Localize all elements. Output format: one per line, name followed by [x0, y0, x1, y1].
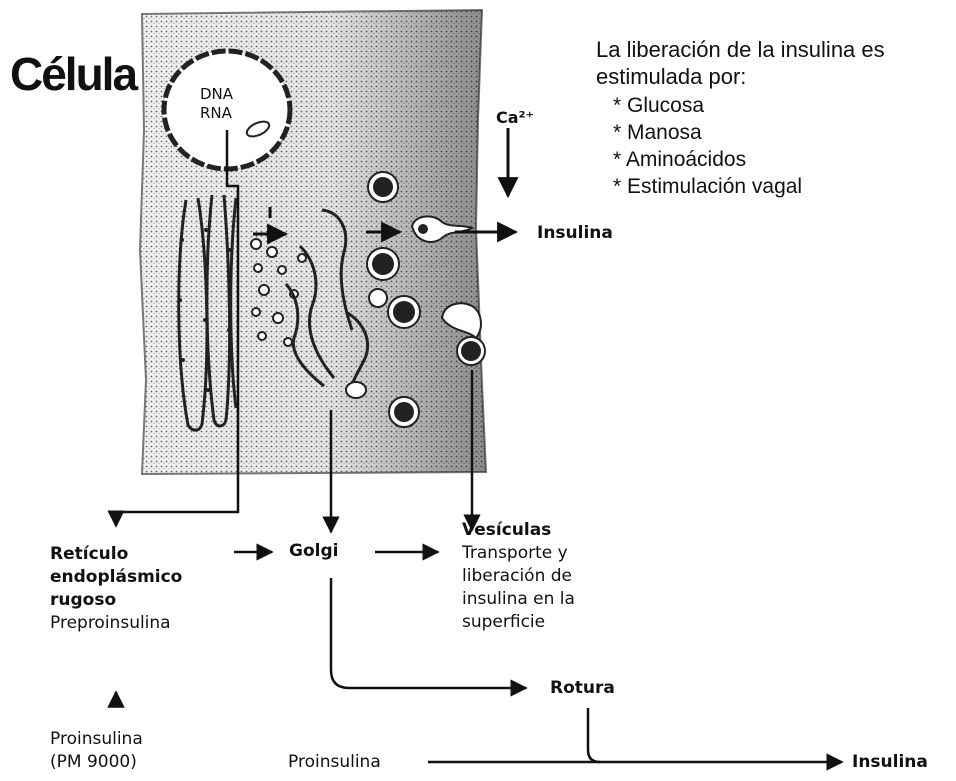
proinsulin-label: Proinsulina	[288, 751, 381, 774]
diagram-title: Célula	[10, 47, 136, 101]
proinsulin-pm-line1: Proinsulina	[50, 728, 143, 751]
final-insulin-label: Insulina	[852, 751, 928, 774]
reticulum-title: Retículo endoplásmico rugoso	[50, 543, 220, 612]
nucleus-rna-label: RNA	[200, 103, 232, 123]
stimulation-intro: La liberación de la insulina es estimula…	[596, 36, 948, 90]
vesicles-title: Vesículas	[462, 519, 551, 542]
vesicles-description: Transporte y liberación de insulina en l…	[462, 542, 620, 634]
insulin-release-label: Insulina	[537, 222, 613, 245]
rotura-label: Rotura	[550, 677, 615, 700]
rotura-junction	[588, 708, 600, 762]
golgi-vesicle	[346, 382, 366, 398]
nucleus-dna-label: DNA	[200, 84, 233, 104]
stimulation-item-vagal: * Estimulación vagal	[613, 173, 802, 200]
golgi-label: Golgi	[289, 540, 338, 563]
stimulation-item-aminoacidos: * Aminoácidos	[613, 146, 746, 173]
reticulum-subtitle: Preproinsulina	[50, 612, 171, 635]
proinsulin-pm-line2: (PM 9000)	[50, 751, 137, 774]
stimulation-item-manosa: * Manosa	[613, 119, 702, 146]
calcium-label: Ca²⁺	[496, 106, 534, 129]
stimulation-item-glucosa: * Glucosa	[613, 92, 704, 119]
